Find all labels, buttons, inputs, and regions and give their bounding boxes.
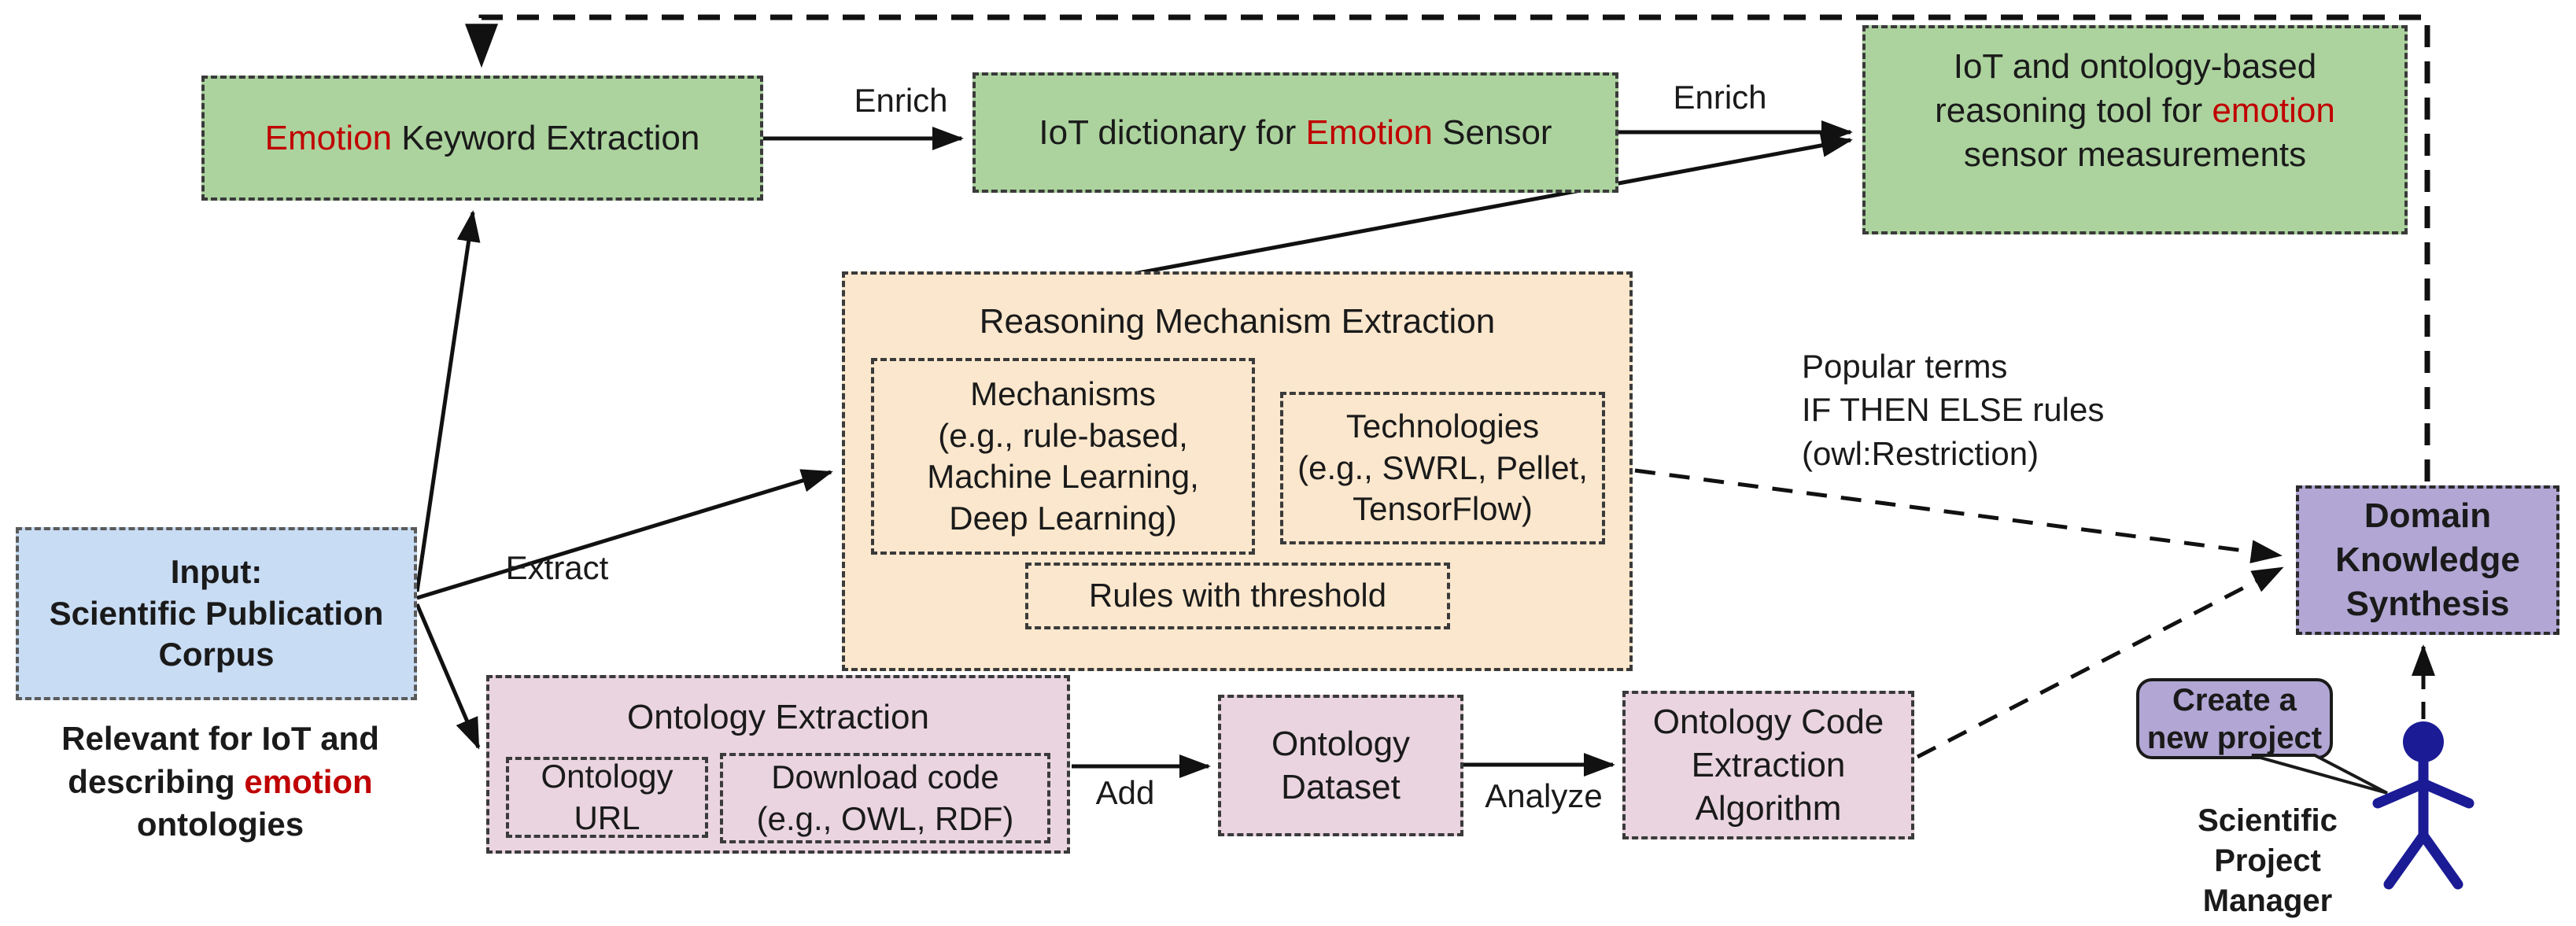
person-icon [2372, 721, 2475, 890]
node-rules-with-threshold: Rules with threshold [1025, 563, 1450, 629]
node-label: Download code (e.g., OWL, RDF) [756, 758, 1014, 837]
node-domain-knowledge-synthesis: Domain Knowledge Synthesis [2296, 485, 2559, 635]
edge-label-enrich-2: Enrich [1673, 79, 1767, 116]
group-title: Ontology Extraction [627, 698, 929, 736]
arrow-corpus-to-keyword [415, 210, 481, 592]
node-label: IoT and ontology-based reasoning tool fo… [1935, 46, 2335, 175]
input-corpus-caption: Relevant for IoT and describing emotion … [61, 720, 379, 843]
arrow-corpus-to-ontology-extraction [415, 603, 481, 750]
speech-bubble: Create a new project [2136, 678, 2333, 759]
node-label: Rules with threshold [1088, 577, 1387, 614]
node-iot-dictionary: IoT dictionary for Emotion Sensor [972, 72, 1618, 193]
node-label: Ontology URL [541, 758, 674, 836]
node-download-code: Download code (e.g., OWL, RDF) [720, 753, 1050, 843]
group-title: Reasoning Mechanism Extraction [979, 302, 1496, 341]
node-ontology-code-extraction-algorithm: Ontology Code Extraction Algorithm [1622, 691, 1914, 839]
node-reasoning-tool: IoT and ontology-based reasoning tool fo… [1862, 25, 2408, 234]
edge-label-add: Add [1095, 774, 1155, 811]
node-label: Input: Scientific Publication Corpus [49, 553, 384, 673]
node-label: Emotion Keyword Extraction [264, 119, 700, 157]
edge-label-enrich-1: Enrich [854, 82, 948, 119]
dashed-rme-to-dks [1634, 468, 2283, 564]
node-ontology-url: Ontology URL [506, 757, 708, 838]
node-label: IoT dictionary for Emotion Sensor [1039, 113, 1552, 152]
actor-caption: Scientific Project Manager [2198, 803, 2338, 919]
edge-label-extract: Extract [505, 549, 609, 586]
speech-bubble-tail [2251, 754, 2388, 795]
node-mechanisms: Mechanisms (e.g., rule-based, Machine Le… [871, 358, 1255, 555]
node-label: Mechanisms (e.g., rule-based, Machine Le… [927, 375, 1199, 537]
node-emotion-keyword-extraction: Emotion Keyword Extraction [201, 76, 763, 201]
node-label: Ontology Dataset [1271, 725, 1411, 806]
node-label: Ontology Code Extraction Algorithm [1652, 703, 1884, 828]
speech-bubble-text: Create a new project [2146, 682, 2323, 755]
node-ontology-dataset: Ontology Dataset [1218, 695, 1463, 836]
annotation-popular-terms: Popular terms IF THEN ELSE rules (owl:Re… [1802, 348, 2105, 472]
node-input-corpus: Input: Scientific Publication Corpus [16, 527, 417, 700]
node-label: Technologies (e.g., SWRL, Pellet, Tensor… [1297, 408, 1588, 528]
node-label: Domain Knowledge Synthesis [2335, 496, 2520, 623]
node-technologies: Technologies (e.g., SWRL, Pellet, Tensor… [1280, 392, 1605, 544]
edge-label-analyze: Analyze [1485, 777, 1603, 814]
